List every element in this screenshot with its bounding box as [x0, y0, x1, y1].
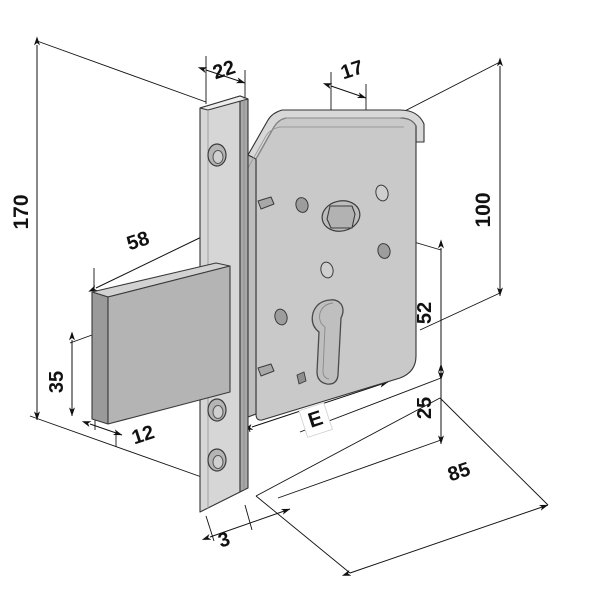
- fixing-hole-1: [207, 143, 227, 167]
- lock-geometry: [91, 95, 425, 513]
- extline-85-right: [439, 397, 549, 506]
- dimline-58: [88, 229, 217, 292]
- faceplate-top: [199, 95, 249, 111]
- dim-text-58: 58: [124, 227, 152, 255]
- dim-text-100: 100: [472, 192, 495, 227]
- dim-text-85: 85: [445, 458, 473, 486]
- pin-hole-right-mid: [377, 243, 391, 259]
- iso-base-line-aux: [256, 422, 296, 436]
- lock-body-corner-radius: [399, 117, 417, 127]
- dim-text-170: 170: [10, 194, 33, 229]
- dimline-12: [81, 421, 123, 436]
- lock-body-inner-seam: [247, 126, 404, 169]
- dim-text-3: 3: [215, 528, 232, 552]
- extline-85-left: [255, 495, 351, 574]
- slot-upper: [257, 196, 275, 210]
- cylinder-hole: [311, 299, 344, 385]
- dimline-22: [197, 67, 246, 84]
- dim-text-25: 25: [414, 397, 436, 419]
- iso-base-line-front: [255, 397, 441, 497]
- dim-text-12: 12: [129, 421, 157, 449]
- dim-text-52: 52: [414, 302, 436, 324]
- dimline-17: [322, 83, 367, 99]
- dim-text-E: E: [305, 406, 325, 432]
- pin-hole-right-upper: [375, 184, 389, 202]
- extline-170-top: [36, 40, 207, 103]
- dim-text-17: 17: [338, 56, 366, 84]
- pin-hole-center: [320, 261, 334, 279]
- lock-body-top-seam: [255, 117, 400, 160]
- extline-170-bottom: [29, 415, 211, 481]
- dim-text-35: 35: [46, 371, 68, 393]
- dim-text-E-group: E: [298, 402, 333, 438]
- deadbolt: [91, 262, 231, 425]
- extline-25-bottom: [277, 439, 442, 499]
- extline-3-right: [244, 504, 253, 531]
- pin-hole-left-upper: [295, 197, 309, 213]
- fixing-hole-3: [207, 448, 227, 472]
- slot-small-lower: [296, 371, 307, 385]
- extline-100-bottom: [419, 292, 501, 331]
- dimline-85: [341, 504, 549, 576]
- extline-35-top: [69, 334, 93, 344]
- dim-text-22: 22: [210, 56, 238, 84]
- dimline-85-guide: [348, 508, 546, 576]
- dim-text-E-background: [298, 402, 333, 438]
- fixing-hole-2: [207, 398, 227, 422]
- spindle-hole: [321, 200, 361, 232]
- extline-3-left: [205, 515, 215, 542]
- slot-lower: [257, 363, 275, 377]
- pin-hole-left-lower: [274, 308, 288, 326]
